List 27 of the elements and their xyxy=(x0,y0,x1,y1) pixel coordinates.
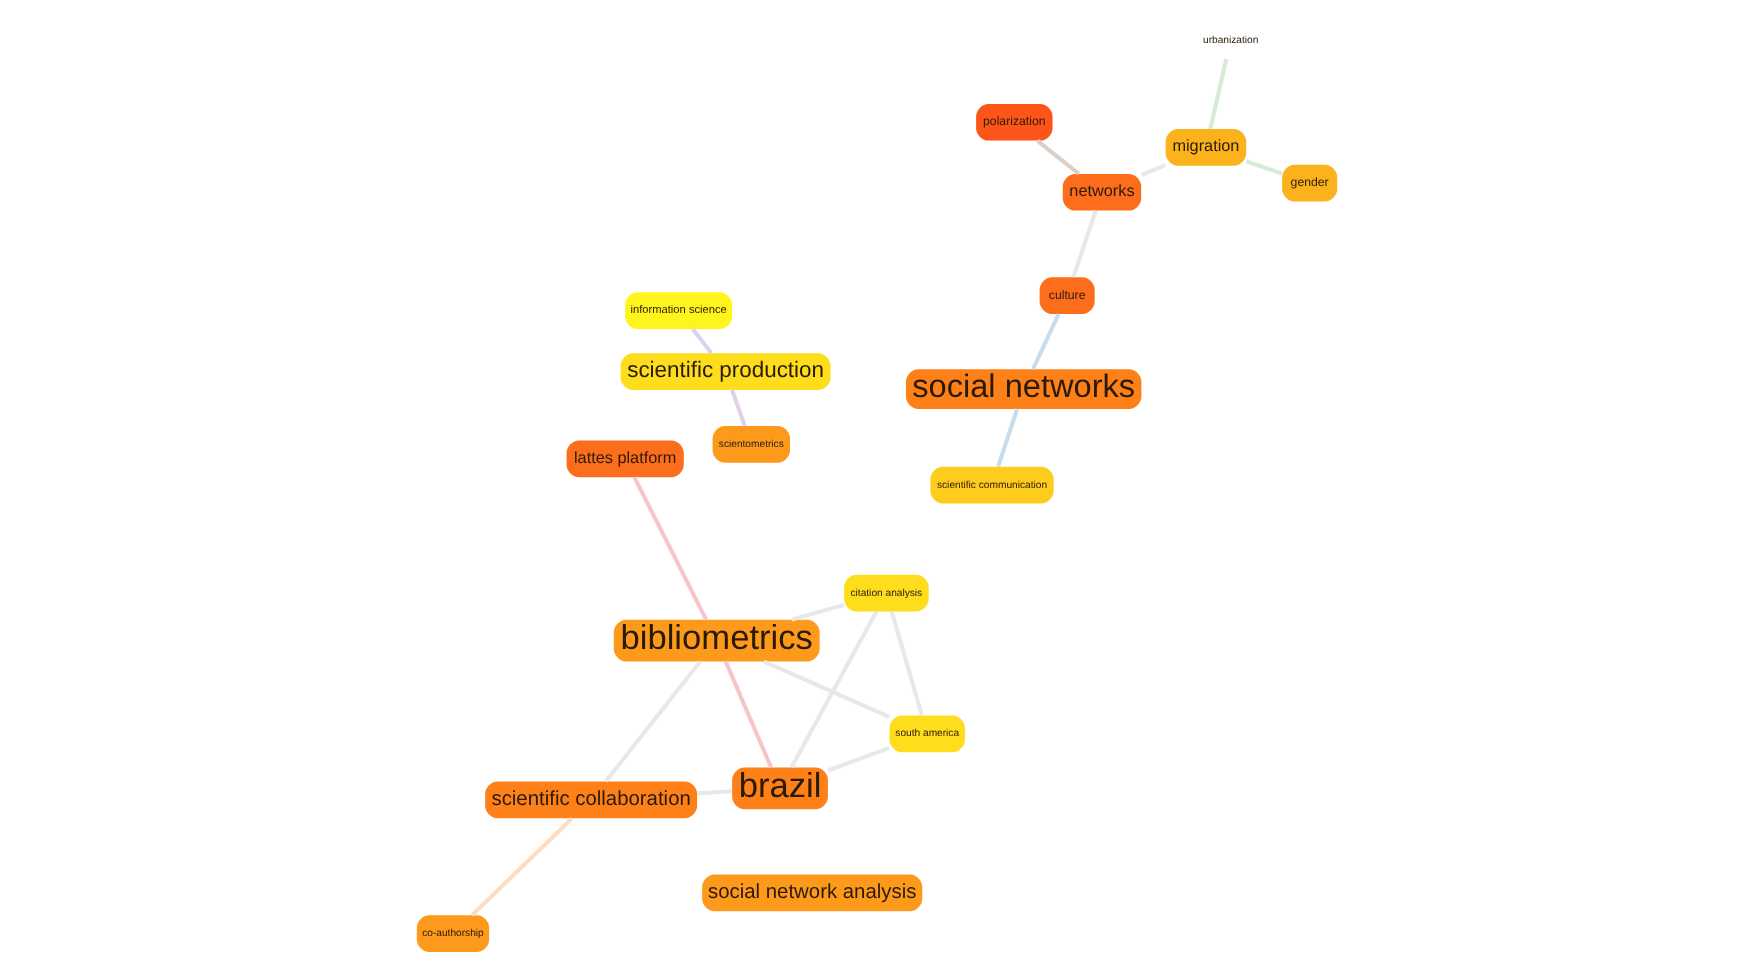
connector xyxy=(723,659,773,767)
node-box: brazil xyxy=(732,766,828,809)
connector xyxy=(604,659,702,782)
connector xyxy=(889,609,924,715)
node-box: migration xyxy=(1165,128,1247,165)
node-box: networks xyxy=(1062,172,1142,210)
connector xyxy=(691,326,713,354)
connector xyxy=(632,475,708,620)
connector xyxy=(730,388,747,426)
node-box: social network analysis xyxy=(702,873,923,911)
connector xyxy=(1036,138,1081,175)
node-box: scientific production xyxy=(620,352,831,390)
connector xyxy=(1245,158,1283,175)
node-box: lattes platform xyxy=(566,439,684,477)
connector xyxy=(1071,209,1098,277)
node-box: bibliometrics xyxy=(613,618,820,661)
node-box: social networks xyxy=(906,368,1142,408)
connector xyxy=(1140,162,1167,177)
connector xyxy=(1208,57,1229,129)
connector xyxy=(763,658,890,718)
connector xyxy=(789,609,879,768)
connector xyxy=(827,744,891,772)
connector xyxy=(996,407,1020,467)
node-box: scientific collaboration xyxy=(485,780,698,818)
connector xyxy=(791,602,845,621)
connector xyxy=(470,816,574,916)
connector xyxy=(1031,312,1061,369)
